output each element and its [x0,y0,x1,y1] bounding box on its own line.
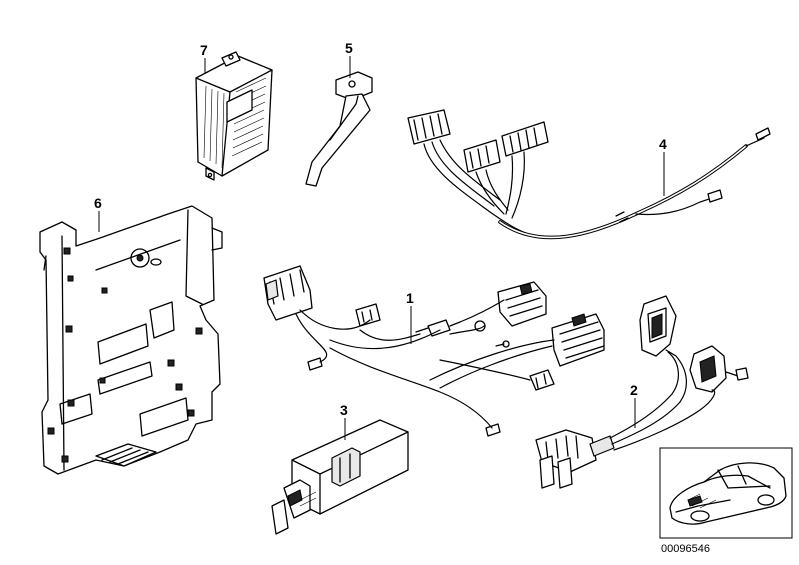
part-3-control-module [271,419,409,535]
part-5-bracket [305,71,373,187]
part-1-wiring-harness [263,265,605,437]
callout-5: 5 [345,40,353,56]
callout-labels: 7 5 4 6 1 2 3 [94,40,667,418]
part-4-wiring-harness [407,109,771,240]
callout-3: 3 [340,402,348,418]
callout-2: 2 [630,382,638,398]
vehicle-inset [659,447,793,539]
callout-4: 4 [659,136,667,152]
reference-number: 00096546 [661,543,710,555]
part-6-mounting-plate [39,205,223,475]
part-2-wiring-harness [535,295,749,489]
callout-7: 7 [200,42,208,58]
callout-6: 6 [94,195,102,211]
part-7-control-unit [195,51,273,181]
leader-lines [98,56,665,440]
callout-1: 1 [406,290,414,306]
